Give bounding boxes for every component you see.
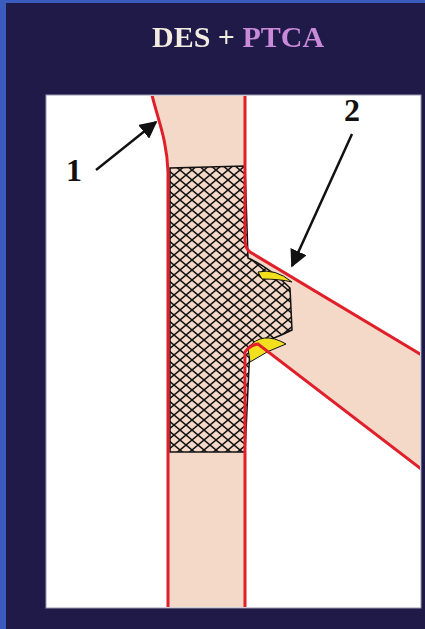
stent-mesh [170,166,292,452]
callout-number: 2 [344,92,360,129]
leader-arrow [96,122,156,170]
vessel-lumen [152,96,420,607]
vessel-wall [245,96,420,357]
frame-strip [0,0,425,3]
leader-arrow [292,134,352,266]
frame-strip [0,0,6,629]
callout-number: 1 [66,152,82,189]
title: DES + PTCA [152,20,324,54]
vessel-wall [245,344,420,607]
vessel-wall [152,96,168,607]
